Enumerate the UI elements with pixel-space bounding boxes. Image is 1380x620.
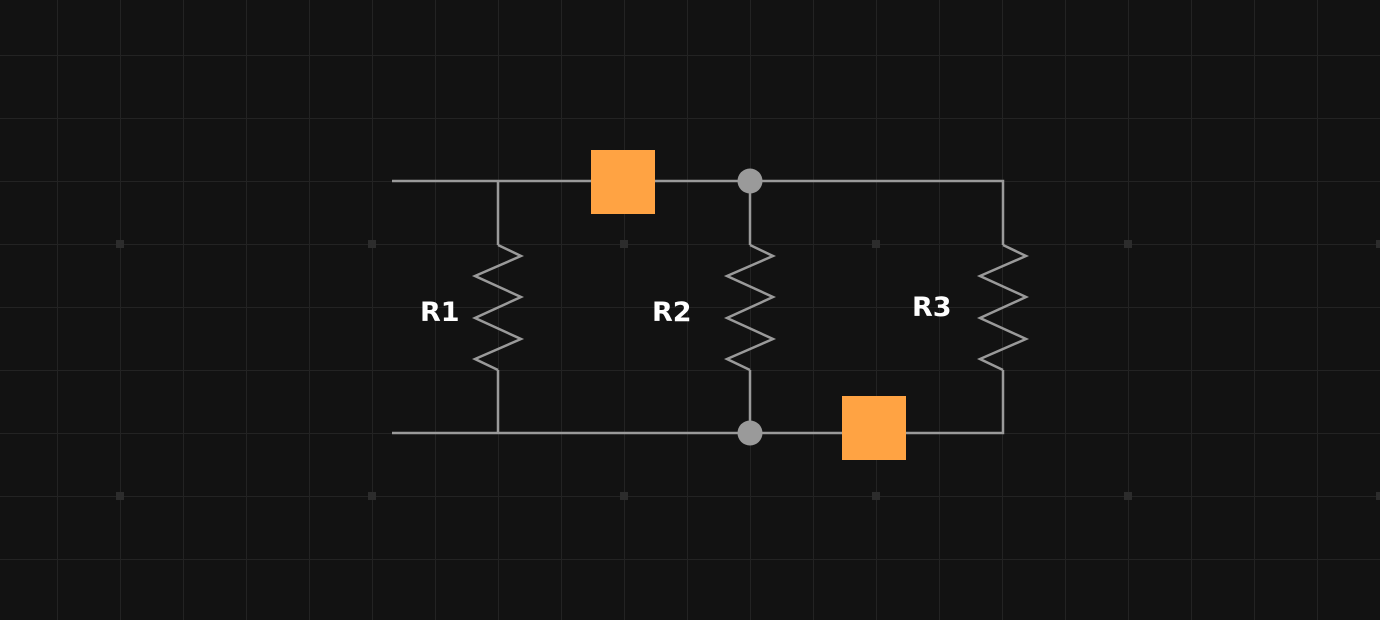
grid-markers [116, 240, 1380, 500]
resistor-label-r2: R2 [652, 297, 692, 328]
junction-node-bottom[interactable] [737, 420, 763, 446]
grid-marker [368, 240, 376, 248]
grid-marker [872, 492, 880, 500]
resistor-label-r1: R1 [420, 297, 460, 328]
wires [392, 179, 1005, 435]
grid-marker [620, 492, 628, 500]
grid-marker [1124, 240, 1132, 248]
resistor-label-r3: R3 [912, 292, 952, 323]
resistor-r2[interactable] [723, 243, 777, 372]
grid-marker [872, 240, 880, 248]
grid-marker [368, 492, 376, 500]
resistor-r3[interactable] [976, 243, 1030, 372]
grid-marker [1376, 492, 1380, 500]
junction-node-top[interactable] [737, 168, 763, 194]
drag-handle-top[interactable] [591, 150, 655, 214]
resistor-r1[interactable] [471, 243, 525, 372]
grid-marker [620, 240, 628, 248]
drag-handle-bottom[interactable] [842, 396, 906, 460]
bottom-rail-wire [392, 370, 1005, 435]
grid-marker [1376, 240, 1380, 248]
grid-marker [116, 492, 124, 500]
grid-marker [116, 240, 124, 248]
grid-marker [1124, 492, 1132, 500]
top-rail-wire [392, 179, 1005, 245]
